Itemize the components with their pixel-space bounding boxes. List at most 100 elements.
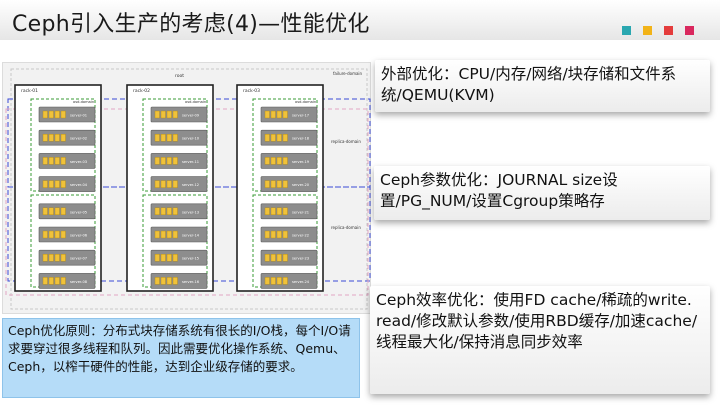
- server-unit: [260, 249, 318, 266]
- disk-slot: [160, 133, 166, 142]
- disk-slot: [166, 157, 172, 165]
- server-unit: [38, 203, 96, 220]
- server-unit: [260, 273, 318, 289]
- external-optimization-text: 外部优化：CPU/内存/网络/块存储和文件系统/QEMU(KVM): [381, 65, 677, 104]
- server-unit: [38, 153, 96, 169]
- disk-slot: [160, 207, 166, 216]
- server-label: server-17: [292, 114, 309, 118]
- server-label: server-21: [292, 210, 309, 214]
- disk-slot: [48, 207, 54, 216]
- server-label: server-06: [70, 234, 88, 238]
- disk-slot: [276, 180, 282, 188]
- accent-dots: [622, 26, 694, 35]
- disk-slot: [264, 180, 270, 188]
- disk-slot: [166, 277, 172, 285]
- disk-slot: [282, 110, 288, 119]
- rack-label: rack-03: [243, 88, 260, 94]
- disk-slot: [154, 110, 160, 119]
- disk-slot: [264, 253, 270, 262]
- server-label: server-14: [182, 234, 200, 238]
- disk-slot: [160, 277, 166, 285]
- server-unit: [260, 176, 318, 192]
- server-unit: [38, 129, 96, 146]
- disk-slot: [166, 180, 172, 188]
- server-unit: [38, 249, 96, 266]
- server-label: server-07: [70, 257, 87, 261]
- server-unit: [260, 106, 318, 123]
- disk-slot: [166, 133, 172, 142]
- disk-slot: [276, 133, 282, 142]
- disk-slot: [270, 157, 276, 165]
- server-unit: [260, 226, 318, 243]
- disk-slot: [60, 157, 66, 165]
- disk-slot: [270, 180, 276, 188]
- slide-title: Ceph引入生产的考虑(4)—性能优化: [12, 12, 370, 37]
- disk-slot: [282, 277, 288, 285]
- server-unit: [260, 203, 318, 220]
- disk-slot: [42, 133, 48, 142]
- root-frame: [10, 68, 368, 310]
- disk-slot: [48, 180, 54, 188]
- failure-domain-box: [5, 108, 369, 296]
- accent-square-red: [664, 26, 673, 35]
- root-label: root: [175, 73, 184, 79]
- disk-slot: [54, 180, 60, 188]
- disk-slot: [270, 253, 276, 262]
- server-label: server-18: [292, 137, 310, 141]
- disk-slot: [48, 253, 54, 262]
- disk-slot: [166, 110, 172, 119]
- server-label: server-08: [70, 280, 88, 284]
- disk-slot: [270, 110, 276, 119]
- server-label: server-11: [182, 160, 199, 164]
- server-label: server-15: [182, 257, 199, 261]
- disk-slot: [60, 110, 66, 119]
- disk-slot: [60, 180, 66, 188]
- disk-slot: [54, 277, 60, 285]
- server-label: server-04: [70, 183, 88, 187]
- disk-slot: [48, 277, 54, 285]
- disk-slot: [282, 180, 288, 188]
- failure-domain-label: failure-domain: [333, 71, 363, 76]
- disk-slot: [282, 133, 288, 142]
- disk-slot: [172, 180, 178, 188]
- disk-slot: [42, 110, 48, 119]
- disk-slot: [42, 207, 48, 216]
- server-label: server-02: [70, 137, 87, 141]
- disk-slot: [172, 230, 178, 239]
- osd-domain-label: osd-domain: [73, 100, 94, 104]
- accent-square-yellow: [643, 26, 652, 35]
- osd-domain-label: osd-domain: [185, 100, 206, 104]
- disk-slot: [270, 207, 276, 216]
- disk-slot: [166, 253, 172, 262]
- server-label: server-03: [70, 160, 87, 164]
- server-label: server-01: [70, 114, 87, 118]
- disk-slot: [54, 157, 60, 165]
- title-bar: Ceph引入生产的考虑(4)—性能优化: [0, 0, 720, 40]
- ceph-parameter-text: Ceph参数优化：JOURNAL size设置/PG_NUM/设置Cgroup策…: [380, 171, 618, 210]
- disk-slot: [60, 207, 66, 216]
- disk-slot: [60, 253, 66, 262]
- disk-slot: [264, 230, 270, 239]
- disk-slot: [282, 253, 288, 262]
- disk-slot: [42, 253, 48, 262]
- disk-slot: [160, 110, 166, 119]
- disk-slot: [276, 157, 282, 165]
- server-label: server-20: [292, 183, 310, 187]
- disk-slot: [54, 133, 60, 142]
- disk-slot: [276, 277, 282, 285]
- disk-slot: [160, 157, 166, 165]
- optimization-principle-box: Ceph优化原则：分布式块存储系统有很长的I/O栈，每个I/O请求要穿过很多线程…: [2, 318, 360, 398]
- disk-slot: [276, 230, 282, 239]
- accent-square-pink: [685, 26, 694, 35]
- disk-slot: [264, 133, 270, 142]
- server-label: server-22: [292, 234, 309, 238]
- server-unit: [150, 249, 208, 266]
- disk-slot: [54, 110, 60, 119]
- ceph-efficiency-text: Ceph效率优化：使用FD cache/稀疏的write. read/修改默认参…: [376, 291, 698, 351]
- disk-slot: [60, 133, 66, 142]
- disk-slot: [166, 207, 172, 216]
- disk-slot: [48, 110, 54, 119]
- disk-slot: [172, 133, 178, 142]
- server-label: server-12: [182, 183, 199, 187]
- disk-slot: [276, 110, 282, 119]
